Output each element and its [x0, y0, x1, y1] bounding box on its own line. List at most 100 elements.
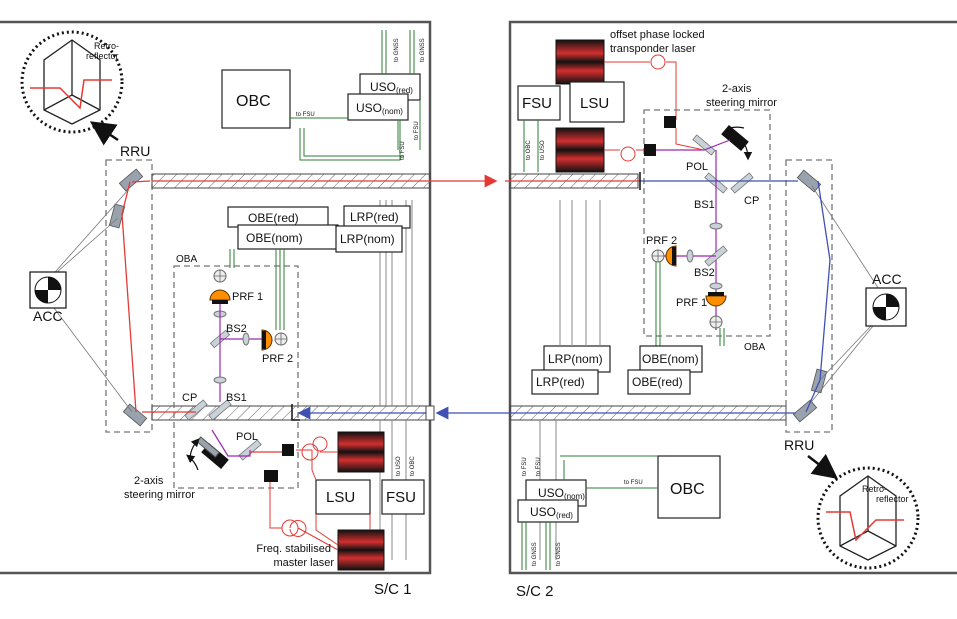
sc2-retroreflector: Retro- reflector	[816, 466, 920, 570]
sc1-rru-label: RRU	[120, 143, 150, 159]
sc1-lrp-nom-label: LRP(nom)	[340, 232, 395, 246]
sc1-obe-red-label: OBE(red)	[248, 211, 299, 225]
sc1-bs1	[208, 399, 232, 421]
sc2-to-fsu-v2: to FSU	[536, 457, 542, 476]
sc1-obc-label: OBC	[236, 93, 271, 110]
sc1-obc-box	[221, 69, 291, 129]
sc1-to-gnss-1: to GNSS	[394, 38, 400, 62]
sc2-lrp-nom-label: LRP(nom)	[548, 352, 603, 366]
sc1-bs1-label: BS1	[226, 392, 247, 404]
sc1-rru-box	[105, 159, 153, 433]
sc1-coupler-1	[282, 444, 294, 456]
sc1-label: S/C 1	[374, 581, 412, 598]
sc1-laser-top	[337, 431, 385, 473]
sc2-fsu-label: FSU	[522, 95, 552, 112]
sc1-lsu-box	[315, 479, 371, 515]
sc2-bs2-label: BS2	[694, 267, 715, 279]
sc1-rru-mirror-bottom	[122, 403, 148, 427]
sc2-cp	[730, 172, 754, 194]
sc2-to-uso: to USO	[540, 140, 546, 160]
sc2-obe-nom-label: OBE(nom)	[642, 352, 699, 366]
sc1-prf2-label: PRF 2	[262, 353, 293, 365]
sc2-uso-red-label: USO(red)	[530, 505, 573, 520]
sc2-acc: ACC	[807, 185, 907, 407]
sc1-pol-label: POL	[236, 431, 258, 443]
sc2-obc-label: OBC	[670, 481, 705, 498]
sc2-prf1	[705, 295, 727, 307]
sc1-to-obc: to OBC	[410, 456, 416, 476]
sc1-spacecraft: Retro-reflector RRU ACC OBC USO(red)	[0, 20, 498, 598]
sc2-to-obc: to OBC	[526, 140, 532, 160]
sc1-coupler-2	[264, 470, 278, 482]
sc1-cp	[184, 399, 208, 421]
sc1-to-fsu-v2: to FSU	[414, 121, 420, 140]
sc2-spacecraft: offset phase locked transponder laser FS…	[425, 20, 957, 600]
sc2-steering-label: 2-axis steering mirror	[706, 83, 777, 109]
sc2-prf1-label: PRF 1	[676, 297, 707, 309]
sc2-retro-label: Retro- reflector	[862, 484, 909, 504]
sc2-outline	[508, 20, 957, 575]
sc2-obc-box	[657, 455, 721, 519]
sc2-oba-box	[643, 109, 771, 337]
sc2-pol	[692, 134, 716, 156]
sc2-rru-label: RRU	[784, 437, 814, 453]
sc2-bs1-label: BS1	[694, 199, 715, 211]
sc1-prf1-label: PRF 1	[232, 291, 263, 303]
sc1-rru-mirror-top	[118, 168, 144, 192]
sc1-uso-nom-label: USO(nom)	[356, 101, 403, 116]
sc2-lsu-label: LSU	[580, 95, 609, 112]
sc2-oba-label: OBA	[744, 342, 765, 353]
sc2-prf2-label: PRF 2	[646, 235, 677, 247]
sc2-to-gnss-2: to GNSS	[556, 542, 562, 566]
sc2-uso-red-box	[517, 499, 579, 523]
sc1-oba-label: OBA	[176, 254, 197, 265]
sc2-laser-label: offset phase locked transponder laser	[610, 29, 708, 55]
sc2-obe-red-label: OBE(red)	[632, 375, 683, 389]
sc2-pol-label: POL	[686, 161, 708, 173]
sc2-lrp-red-box	[531, 369, 599, 395]
sc2-rru-mirror-top	[796, 169, 822, 193]
sc2-lrp-red-label: LRP(red)	[536, 375, 585, 389]
sc2-rru-mirror-bottom	[792, 399, 818, 423]
sc1-lsu-label: LSU	[326, 489, 355, 506]
sc1-lrp-nom-box	[335, 225, 403, 253]
sc1-fsu-label: FSU	[386, 489, 416, 506]
sc1-cp-label: CP	[182, 392, 197, 404]
sc2-retro-pointer	[807, 453, 838, 480]
sc1-to-uso: to USO	[396, 456, 402, 476]
sc1-outline	[0, 20, 432, 575]
sc1-uso-nom-box	[347, 93, 409, 121]
sc2-to-fsu: to FSU	[624, 480, 643, 486]
sc1-bs2-label: BS2	[226, 323, 247, 335]
sc1-obe-nom-label: OBE(nom)	[246, 231, 303, 245]
sc2-to-gnss-1: to GNSS	[532, 542, 538, 566]
sc1-steering-label: 2-axis steering mirror	[124, 475, 195, 501]
sc2-laser-top	[555, 39, 605, 85]
sc1-retro-pointer	[89, 121, 119, 146]
sc1-to-fsu-v1: to FSU	[400, 141, 406, 160]
sc1-uso-red-label: USO(red)	[370, 80, 413, 95]
sc1-tube-end	[425, 405, 435, 421]
sc2-uso-nom-label: USO(nom)	[538, 486, 585, 501]
sc1-obe-nom-box	[237, 224, 339, 250]
sc1-retroreflector: Retro-reflector	[20, 30, 124, 134]
sc1-laser-label: Freq. stabilised master laser	[256, 543, 334, 569]
sc1-laser-bottom	[337, 529, 385, 571]
sc2-to-fsu-v1: to FSU	[522, 457, 528, 476]
sc2-acc-label: ACC	[872, 271, 902, 287]
sc2-laser-mid	[555, 127, 605, 173]
sc2-lsu-box	[569, 81, 625, 123]
sc2-steering-mirror	[721, 125, 749, 151]
sc1-acc-label: ACC	[33, 308, 63, 324]
sc1-to-fsu-label: to FSU	[296, 112, 315, 118]
sc1-lrp-red-label: LRP(red)	[350, 210, 399, 224]
sc1-fsu-box	[381, 479, 425, 515]
sc2-obe-red-box	[627, 369, 691, 395]
sc1-oba-box	[173, 265, 299, 489]
sc2-rru-box	[785, 159, 833, 433]
sc2-cp-label: CP	[744, 195, 759, 207]
sc2-label: S/C 2	[516, 583, 554, 600]
sc1-acc: ACC	[29, 189, 133, 413]
